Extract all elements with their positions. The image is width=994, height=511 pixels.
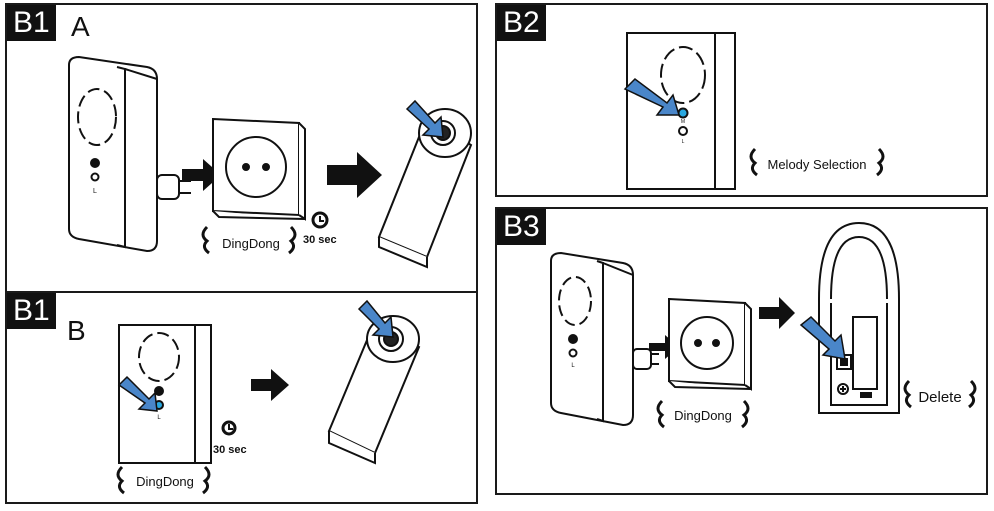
press-arrow-icon: [623, 78, 681, 116]
press-arrow-icon: [405, 99, 444, 138]
led-label: L: [93, 188, 97, 195]
panel-tag-b1a: B1: [7, 5, 56, 41]
panel-subtitle-b: B: [67, 315, 86, 346]
led-label: L: [157, 415, 161, 421]
timer-icon: [221, 420, 237, 436]
sound-bracket-left: [116, 465, 125, 495]
panel-b1a: B1 A L DingDong: [5, 3, 478, 293]
b2-illustration: M L Melody Selection: [623, 32, 885, 190]
dingdong-label: DingDong: [136, 474, 194, 489]
sound-bracket-right: [288, 225, 297, 255]
wall-socket-icon: [668, 297, 752, 391]
sound-bracket-left: [201, 225, 210, 255]
arrow-right-icon: [759, 297, 795, 329]
led-label: L: [682, 139, 685, 145]
panel-tag-b2: B2: [497, 5, 546, 41]
b1b-illustration: L DingDong 30 sec: [116, 299, 421, 495]
timer-label: 30 sec: [213, 444, 247, 456]
panel-b2: B2 M L Melody Selection: [495, 3, 988, 197]
wall-socket-icon: [212, 117, 306, 221]
sound-bracket-left: [749, 147, 758, 177]
dingdong-label: DingDong: [674, 408, 732, 423]
delete-label: Delete: [918, 389, 961, 406]
panel-subtitle-a: A: [71, 11, 90, 42]
chime-receiver: [68, 55, 158, 253]
sound-bracket-right: [202, 465, 211, 495]
chime-receiver: [626, 32, 736, 190]
panel-b1b: B1 B L DingDong 30 sec: [5, 291, 478, 504]
mark-label: M: [681, 119, 685, 125]
plug-icon: [632, 348, 659, 370]
panel-tag-b1b: B1: [7, 293, 56, 329]
arrow-right-icon: [327, 152, 382, 198]
sound-bracket-left: [656, 399, 665, 429]
led-label: L: [571, 363, 575, 369]
panel-tag-b3: B3: [497, 209, 546, 245]
chime-receiver: [550, 251, 634, 427]
arrow-right-icon: [182, 159, 221, 191]
b1a-illustration: L DingDong 30 sec: [68, 55, 473, 269]
melody-selection-label: Melody Selection: [768, 157, 867, 172]
panel-b3: B3 L DingDong: [495, 207, 988, 495]
arrow-right-icon: [251, 369, 289, 401]
press-arrow-icon: [117, 375, 158, 412]
dingdong-label: DingDong: [222, 236, 280, 251]
timer-icon: [311, 211, 329, 229]
timer-label: 30 sec: [303, 234, 337, 246]
b3-illustration: L DingDong: [550, 221, 977, 429]
sound-bracket-right: [876, 147, 885, 177]
doorbell-transmitter: [327, 315, 421, 465]
doorbell-transmitter-open: [818, 221, 900, 414]
sound-bracket-left: [903, 379, 912, 409]
sound-bracket-right: [741, 399, 750, 429]
press-arrow-icon: [799, 315, 846, 360]
press-arrow-icon: [357, 299, 394, 338]
sound-bracket-right: [968, 379, 977, 409]
